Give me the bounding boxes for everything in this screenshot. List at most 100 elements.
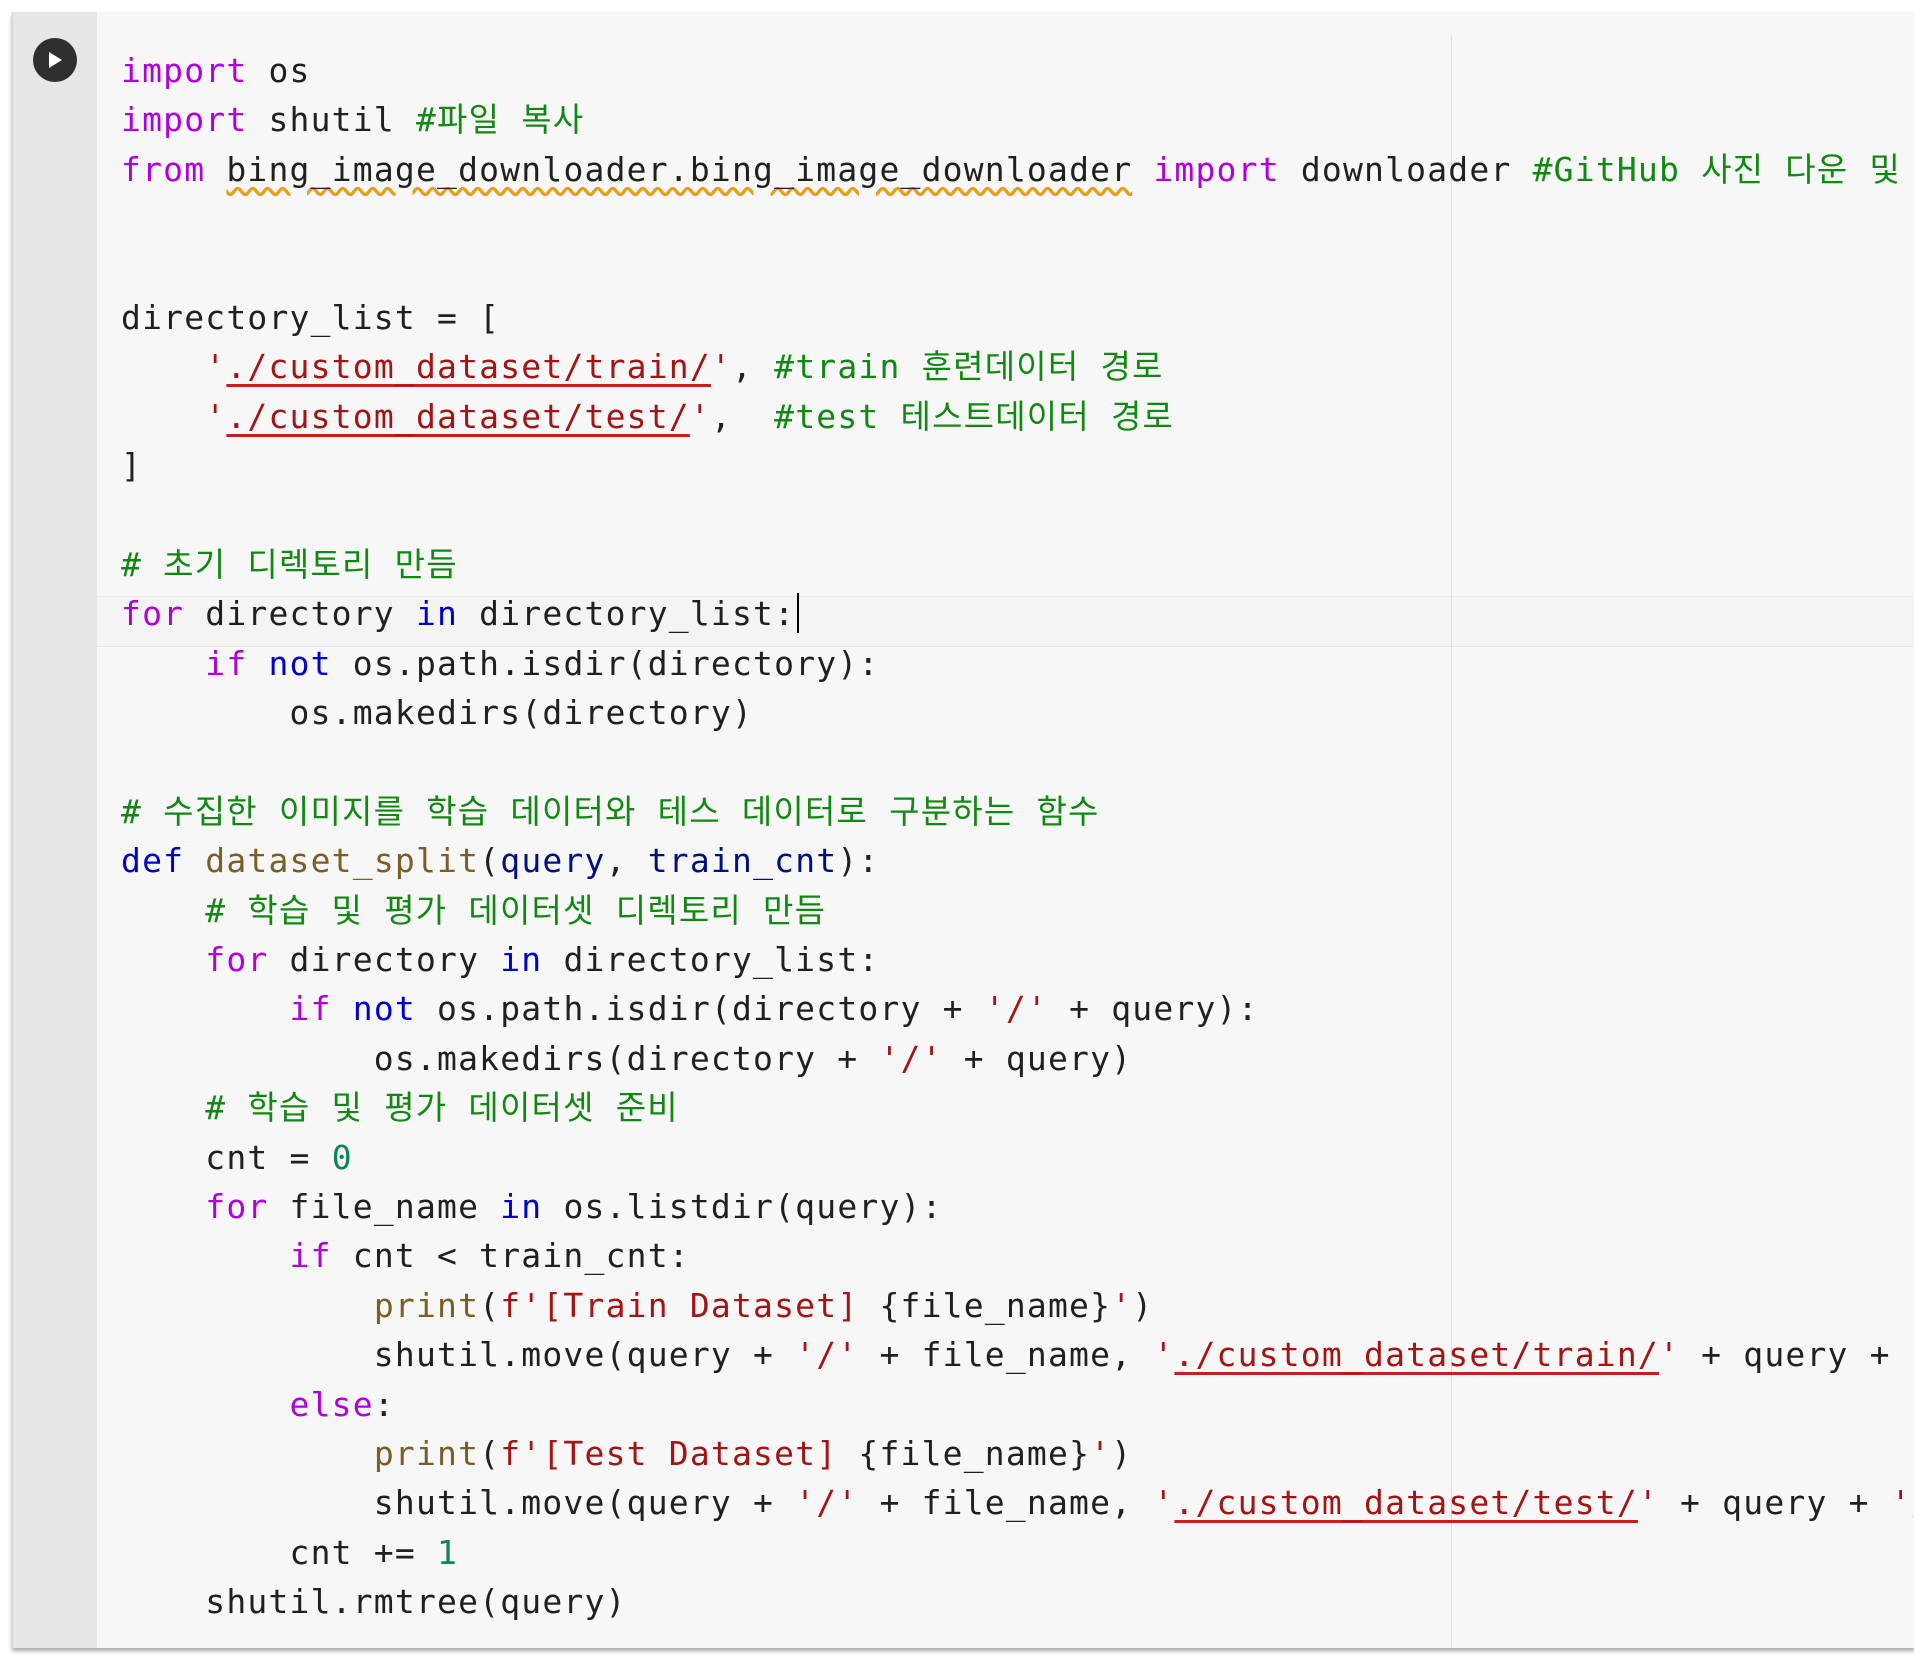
code-token: bing_image_downloader.bing_image_downloa… [226, 149, 1133, 189]
code-line[interactable]: # 수집한 이미지를 학습 데이터와 테스 데이터로 구분하는 함수 [121, 787, 1914, 836]
code-token: ' [1658, 1335, 1681, 1375]
code-token [121, 1385, 290, 1424]
code-token: print [373, 1433, 480, 1473]
code-token: ./custom_dataset/test/ [226, 396, 690, 436]
code-token: train_cnt [647, 841, 838, 881]
code-token: shutil.move(query + [121, 1483, 796, 1523]
code-token: query [500, 841, 606, 881]
code-line[interactable]: if not os.path.isdir(directory + '/' + q… [121, 984, 1914, 1033]
code-token: shutil.rmtree(query) [121, 1582, 627, 1622]
code-token [121, 347, 205, 386]
code-token: cnt = [121, 1137, 332, 1177]
code-line[interactable]: for file_name in os.listdir(query): [121, 1182, 1914, 1231]
code-token: , [605, 841, 648, 881]
code-line[interactable]: directory_list = [ [121, 293, 1914, 342]
code-token: ): [837, 841, 880, 881]
code-token: : [373, 1384, 395, 1424]
code-token: directory_list = [ [121, 297, 501, 337]
code-token [332, 989, 353, 1028]
code-token: import [121, 100, 248, 140]
code-line[interactable]: cnt = 0 [121, 1133, 1914, 1182]
code-token: {file_name} [879, 1285, 1112, 1325]
code-token: for [205, 940, 269, 980]
code-token: + file_name, [858, 1335, 1154, 1375]
code-token: # 학습 및 평가 데이터셋 디렉토리 만듬 [205, 890, 827, 930]
code-line[interactable] [121, 491, 1914, 540]
code-token: #GitHub 사진 다운 및 경로 [1532, 149, 1902, 189]
code-token: from [121, 149, 206, 189]
code-token: ( [479, 841, 501, 881]
code-line[interactable]: os.makedirs(directory + '/' + query) [121, 1034, 1914, 1083]
code-token: f'[Test Dataset] [500, 1433, 859, 1473]
code-token [121, 397, 205, 436]
code-line[interactable]: shutil.rmtree(query) [121, 1577, 1914, 1626]
code-line[interactable]: else: [121, 1380, 1914, 1429]
code-line[interactable] [121, 737, 1914, 786]
code-token: os.path.isdir(directory + [415, 989, 985, 1029]
code-token: #파일 복사 [415, 100, 585, 140]
code-line[interactable]: # 학습 및 평가 데이터셋 디렉토리 만듬 [121, 886, 1914, 935]
code-token [121, 891, 205, 930]
code-line[interactable]: # 학습 및 평가 데이터셋 준비 [121, 1083, 1914, 1132]
code-token: shutil.move(query + [121, 1335, 796, 1375]
code-line[interactable] [121, 244, 1914, 293]
code-line[interactable]: os.makedirs(directory) [121, 688, 1914, 737]
run-cell-button[interactable] [33, 38, 77, 82]
code-token: '/' [879, 1038, 943, 1078]
code-line[interactable]: if not os.path.isdir(directory): [121, 639, 1914, 688]
code-token: ' [1153, 1335, 1175, 1375]
code-line[interactable]: './custom_dataset/train/', #train 훈련데이터 … [121, 342, 1914, 391]
code-line[interactable]: for directory in directory_list: [121, 935, 1914, 984]
code-line[interactable]: # 초기 디렉토리 만듬 [121, 540, 1914, 589]
code-line[interactable]: './custom_dataset/test/', #test 테스트데이터 경… [121, 392, 1914, 441]
code-line[interactable]: from bing_image_downloader.bing_image_do… [121, 145, 1914, 194]
code-token: '/' [984, 989, 1048, 1029]
code-line[interactable]: import os [121, 46, 1914, 95]
code-token: ( [479, 1433, 501, 1473]
code-line[interactable]: cnt += 1 [121, 1528, 1914, 1577]
code-token: + query + [1658, 1483, 1891, 1523]
code-token: + query + [1680, 1335, 1912, 1375]
code-token [121, 1187, 205, 1226]
code-line[interactable]: shutil.move(query + '/' + file_name, './… [121, 1330, 1914, 1379]
code-line[interactable]: print(f'[Test Dataset] {file_name}') [121, 1429, 1914, 1478]
code-token: ) [1132, 1285, 1154, 1325]
code-token: directory_list: [542, 940, 880, 980]
code-line[interactable]: import shutil #파일 복사 [121, 95, 1914, 144]
code-token [121, 1088, 205, 1127]
code-token: os.makedirs(directory + [121, 1038, 880, 1078]
code-token [121, 644, 205, 683]
code-token [121, 1286, 374, 1325]
code-token: not [268, 643, 332, 683]
code-line[interactable]: if cnt < train_cnt: [121, 1231, 1914, 1280]
code-token: + query): [1048, 989, 1259, 1029]
code-token: ./custom_dataset/train/ [1174, 1335, 1659, 1375]
code-token: directory [184, 594, 416, 634]
code-line[interactable]: ] [121, 441, 1914, 490]
code-token: '/' [795, 1483, 859, 1523]
code-line[interactable]: print(f'[Train Dataset] {file_name}') [121, 1281, 1914, 1330]
code-token: '/' [1912, 1335, 1914, 1374]
code-token: + query) [942, 1038, 1133, 1078]
code-token: for [205, 1186, 269, 1226]
code-token: ' [1111, 1285, 1133, 1325]
code-token: + file_name, [858, 1483, 1154, 1523]
code-line[interactable]: for directory in directory_list: [121, 589, 1914, 638]
code-line[interactable]: def dataset_split(query, train_cnt): [121, 836, 1914, 885]
code-token: print [373, 1285, 480, 1325]
code-line[interactable] [121, 194, 1914, 243]
code-token: else [289, 1384, 374, 1424]
code-token: # 수집한 이미지를 학습 데이터와 테스 데이터로 구분하는 함수 [121, 791, 1100, 831]
code-token: directory [268, 940, 501, 980]
code-token [121, 940, 205, 979]
code-token: def [121, 841, 185, 881]
code-token: ' [710, 347, 732, 387]
code-token: cnt += [121, 1532, 438, 1572]
cell-gutter [13, 12, 97, 1648]
code-line[interactable]: shutil.move(query + '/' + file_name, './… [121, 1478, 1914, 1527]
code-token: '/' [795, 1335, 859, 1375]
code-token: if [289, 989, 332, 1029]
